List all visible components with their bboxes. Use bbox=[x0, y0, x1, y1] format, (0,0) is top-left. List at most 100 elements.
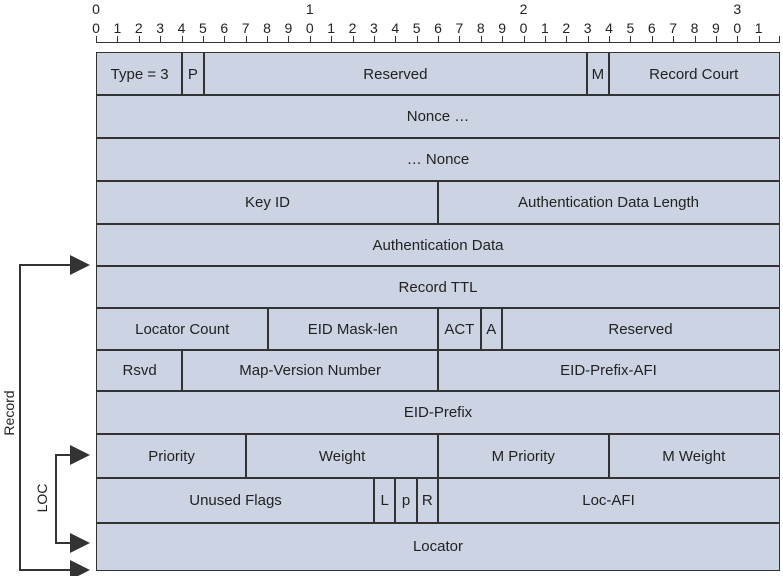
field-divider bbox=[607, 434, 610, 478]
field-divider bbox=[437, 350, 439, 391]
ruler-tick bbox=[352, 36, 354, 42]
field-cell: Record TTL bbox=[398, 278, 478, 296]
ruler-bit-12: 2 bbox=[348, 20, 357, 36]
field-divider bbox=[266, 308, 269, 350]
ruler-tick bbox=[117, 36, 119, 42]
ruler-bit-20: 0 bbox=[519, 20, 528, 36]
field-cell: M Priority bbox=[491, 447, 555, 465]
field-cell: Reserved bbox=[363, 65, 428, 83]
field-cell: EID Mask-len bbox=[307, 320, 398, 338]
field-cell: Record Court bbox=[649, 65, 739, 83]
field-divider bbox=[607, 53, 610, 95]
ruler-tick bbox=[267, 36, 268, 42]
ruler-tick bbox=[245, 36, 247, 42]
ruler-tick bbox=[651, 36, 653, 42]
ruler-bit-15: 5 bbox=[412, 20, 421, 36]
field-divider bbox=[373, 478, 376, 523]
field-cell: L bbox=[380, 492, 389, 509]
field-cell: Map-Version Number bbox=[239, 362, 381, 379]
ruler-tick bbox=[480, 36, 482, 42]
row-divider bbox=[97, 94, 779, 96]
ruler-tick bbox=[202, 36, 204, 42]
field-cell: Authentication Data bbox=[372, 236, 504, 254]
field-cell: Locator bbox=[412, 538, 464, 555]
ruler-tick bbox=[138, 36, 140, 42]
side-brackets bbox=[19, 255, 90, 576]
ruler-bit-7: 7 bbox=[241, 20, 250, 36]
ruler-tick bbox=[160, 36, 162, 42]
record-label: Record bbox=[1, 390, 17, 436]
field-cell: Key ID bbox=[244, 194, 290, 211]
ruler-bit-14: 4 bbox=[391, 20, 400, 36]
ruler-bit-24: 4 bbox=[605, 20, 613, 36]
ruler-bit-31: 1 bbox=[754, 20, 763, 36]
loc-label: LOC bbox=[34, 483, 50, 513]
field-divider bbox=[415, 478, 418, 523]
ruler-tick bbox=[609, 36, 610, 42]
field-divider bbox=[394, 478, 397, 523]
field-divider bbox=[437, 478, 439, 523]
field-cell: ACT bbox=[444, 320, 475, 338]
row-divider bbox=[97, 137, 779, 139]
field-cell: A bbox=[486, 320, 497, 338]
ruler-bit-26: 6 bbox=[647, 20, 656, 36]
ruler-tick bbox=[288, 36, 290, 42]
ruler-tens-3: 3 bbox=[733, 1, 742, 17]
ruler-bit-1: 1 bbox=[113, 20, 122, 36]
ruler-baseline bbox=[96, 42, 780, 43]
ruler-tens-2: 2 bbox=[519, 1, 528, 17]
field-cell: Type = 3 bbox=[110, 65, 169, 83]
ruler-bit-10: 0 bbox=[305, 20, 314, 36]
ruler-tick bbox=[502, 36, 504, 42]
field-cell: M Weight bbox=[662, 447, 726, 465]
ruler-bit-30: 0 bbox=[733, 20, 742, 36]
ruler-tick bbox=[438, 36, 439, 42]
ruler-tick bbox=[181, 36, 183, 42]
ruler-bit-25: 5 bbox=[626, 20, 635, 36]
field-divider bbox=[202, 53, 205, 95]
field-cell: … Nonce bbox=[406, 151, 470, 168]
record-bracket bbox=[19, 264, 90, 576]
field-cell: Loc-AFI bbox=[582, 492, 635, 509]
ruler-bit-2: 2 bbox=[134, 20, 143, 36]
ruler-tick bbox=[224, 36, 226, 42]
field-cell: R bbox=[421, 492, 433, 509]
ruler-tick bbox=[673, 36, 675, 42]
ruler-bit-8: 8 bbox=[263, 20, 271, 36]
ruler-bit-18: 8 bbox=[476, 20, 485, 36]
ruler-tick bbox=[523, 36, 525, 42]
ruler-bit-19: 9 bbox=[498, 20, 507, 36]
field-divider bbox=[245, 434, 248, 478]
field-divider bbox=[500, 308, 503, 350]
ruler-bit-5: 5 bbox=[198, 20, 207, 36]
field-cell: EID-Prefix bbox=[403, 404, 473, 421]
row-divider bbox=[97, 223, 779, 225]
field-cell: Nonce … bbox=[406, 108, 470, 125]
ruler-bit-23: 3 bbox=[583, 20, 592, 36]
ruler-tens-0: 0 bbox=[92, 1, 100, 17]
field-cell: p bbox=[401, 492, 411, 509]
field-divider bbox=[586, 53, 589, 95]
field-cell: EID-Prefix-AFI bbox=[560, 362, 657, 379]
ruler-bit-13: 3 bbox=[369, 20, 378, 36]
field-cell: M bbox=[591, 65, 605, 83]
ruler-tick bbox=[715, 36, 717, 42]
loc-bracket bbox=[55, 454, 90, 553]
ruler-bit-27: 7 bbox=[669, 20, 678, 36]
field-divider bbox=[181, 53, 184, 95]
field-cell: Unused Flags bbox=[189, 492, 282, 509]
ruler-tick bbox=[758, 36, 760, 42]
ruler-bit-16: 6 bbox=[434, 20, 442, 36]
ruler-bit-29: 9 bbox=[711, 20, 720, 36]
ruler-bit-4: 4 bbox=[177, 20, 186, 36]
ruler-tick bbox=[373, 36, 375, 42]
ruler-tick bbox=[96, 36, 97, 42]
ruler-tick bbox=[587, 36, 589, 42]
field-divider bbox=[479, 308, 482, 350]
ruler-tick bbox=[416, 36, 418, 42]
ruler-tick bbox=[544, 36, 546, 42]
ruler-tick bbox=[694, 36, 696, 42]
row-divider bbox=[97, 265, 779, 267]
field-cell: Authentication Data Length bbox=[518, 194, 699, 211]
